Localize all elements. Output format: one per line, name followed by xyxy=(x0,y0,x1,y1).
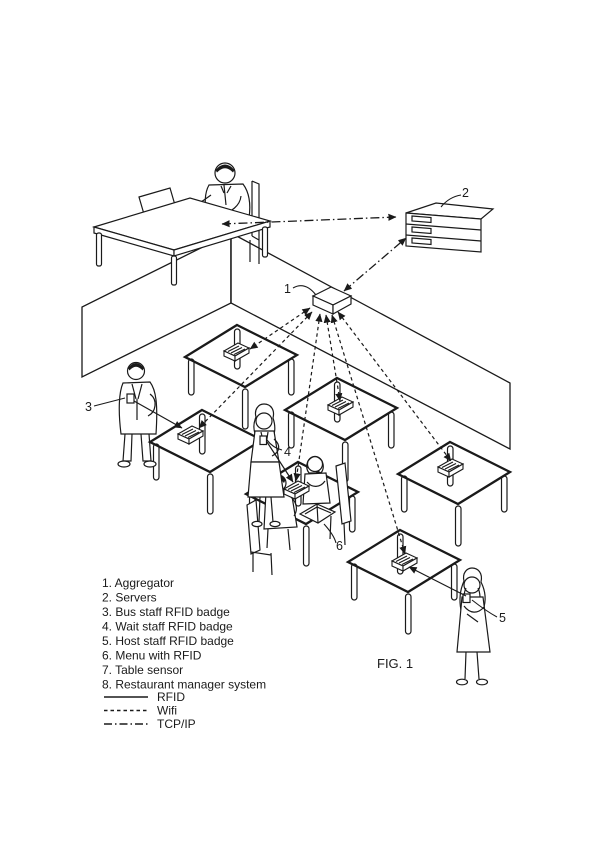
table xyxy=(183,323,299,431)
person-host-staff xyxy=(455,567,491,686)
legend-item: 1. Aggregator xyxy=(102,576,174,590)
menu-with-rfid xyxy=(298,503,337,524)
table-sensor xyxy=(437,458,464,478)
wifi-link xyxy=(293,313,323,482)
chair xyxy=(246,499,261,555)
ref-label-servers: 2 xyxy=(462,186,469,200)
ref-label-wait-staff: 4 xyxy=(284,445,291,459)
leader-6 xyxy=(323,523,337,544)
ref-label-bus-staff: 3 xyxy=(85,400,92,414)
ref-label-menu: 6 xyxy=(336,539,343,553)
manager-workstation xyxy=(91,162,273,286)
legend-item: 7. Table sensor xyxy=(102,663,183,677)
left-wall xyxy=(81,231,232,379)
servers xyxy=(405,202,495,253)
table xyxy=(346,528,462,636)
wifi-link xyxy=(330,314,407,555)
legend-item: 6. Menu with RFID xyxy=(102,649,202,663)
tcpip-link-manager-servers xyxy=(221,213,397,228)
rfid-badge xyxy=(259,435,268,446)
legend-item: 5. Host staff RFID badge xyxy=(102,634,234,648)
reference-labels xyxy=(93,194,498,618)
table-sensor xyxy=(391,552,418,572)
wifi-link xyxy=(198,311,313,429)
rfid-links xyxy=(133,400,467,597)
leader-1 xyxy=(292,285,317,296)
table xyxy=(396,440,512,548)
wifi-links xyxy=(198,307,452,555)
legend-label-wifi: Wifi xyxy=(157,704,177,718)
legend-list: 1. Aggregator 2. Servers 3. Bus staff RF… xyxy=(102,576,266,692)
aggregator-device xyxy=(311,286,353,316)
line-legend xyxy=(104,696,148,725)
rfid-badge xyxy=(126,393,135,404)
leader-3 xyxy=(93,397,126,407)
person-bus-staff xyxy=(117,361,158,468)
leader-5 xyxy=(471,599,498,618)
table-sensor xyxy=(327,396,354,416)
legend-item: 8. Restaurant manager system xyxy=(102,678,266,692)
ref-label-aggregator: 1 xyxy=(284,282,291,296)
legend-item: 4. Wait staff RFID badge xyxy=(102,620,233,634)
figure-caption: FIG. 1 xyxy=(377,656,413,671)
rfid-badge xyxy=(462,593,471,604)
rfid-link-wait-staff xyxy=(266,441,294,483)
rfid-link-bus-staff xyxy=(133,400,183,429)
chair xyxy=(335,462,352,525)
leader-4 xyxy=(266,439,283,451)
customer-far xyxy=(302,455,352,546)
manager-person xyxy=(180,162,251,219)
legend-label-tcpip: TCP/IP xyxy=(157,717,196,731)
ref-label-host-staff: 5 xyxy=(499,611,506,625)
legend-label-rfid: RFID xyxy=(157,690,185,704)
tcpip-link-aggregator-servers xyxy=(343,237,407,292)
table-sensor xyxy=(223,342,250,362)
rfid-link-host-staff xyxy=(408,566,467,597)
tcpip-links xyxy=(221,213,407,292)
leader-2 xyxy=(440,194,462,208)
legend-item: 2. Servers xyxy=(102,591,157,605)
legend-item: 3. Bus staff RFID badge xyxy=(102,605,230,619)
